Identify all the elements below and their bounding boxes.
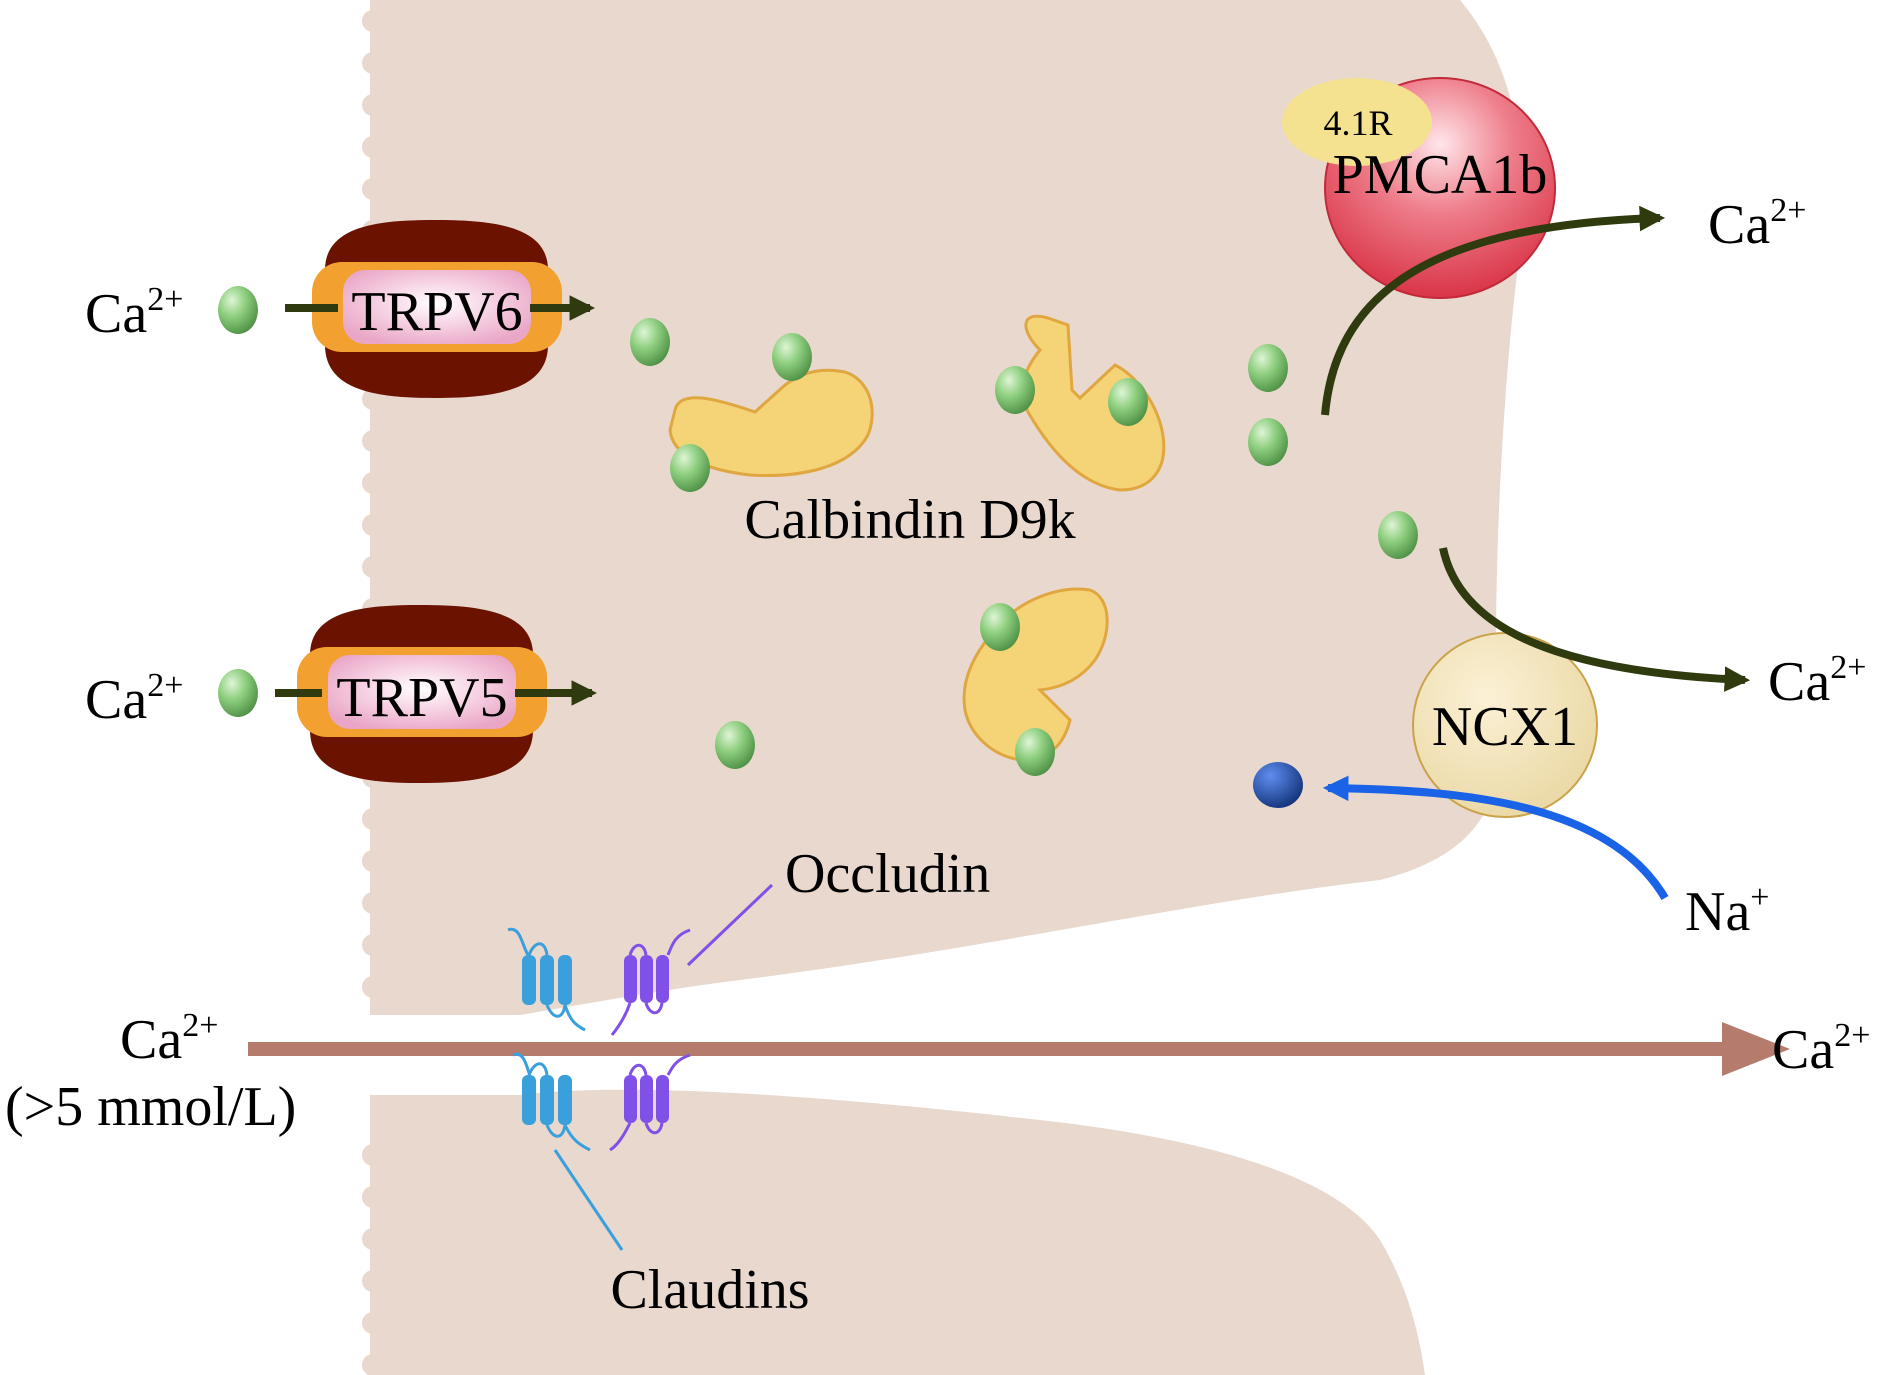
ca-label-paracellular-out: Ca2+ [1772, 1017, 1870, 1081]
lower-enterocyte [370, 1089, 1425, 1375]
microvillus [362, 808, 492, 830]
microvillus [362, 10, 492, 32]
na-label: Na+ [1685, 879, 1769, 943]
microvillus [362, 472, 492, 494]
calcium-ion [1378, 511, 1418, 559]
ca-concentration-label: (>5 mmol/L) [5, 1076, 296, 1138]
calcium-ion [772, 333, 812, 381]
ca-label-paracellular-in: Ca2+ [120, 1007, 218, 1071]
ions-layer [218, 286, 1418, 808]
microvillus [362, 1312, 492, 1334]
occludin-label: Occludin [785, 843, 990, 905]
sodium-ion [1253, 762, 1303, 808]
occludin-pointer [686, 883, 774, 967]
calbindin-molecule-1 [668, 368, 874, 477]
calcium-ion [218, 669, 258, 717]
claudin-protein-upper [507, 927, 586, 1032]
ca-label-pmca-out: Ca2+ [1708, 192, 1806, 256]
microvillus [362, 1228, 492, 1250]
occludin-protein-lower [609, 1053, 691, 1152]
calcium-ion [630, 318, 670, 366]
calcium-ion [1248, 418, 1288, 466]
microvillus [362, 136, 492, 158]
occludin-protein-upper [610, 928, 691, 1036]
claudins-pointer [553, 1149, 624, 1251]
claudins-label: Claudins [610, 1259, 809, 1321]
microvillus [362, 976, 492, 998]
sodium-influx-arrow [1322, 775, 1669, 901]
trpv5-channel [297, 605, 547, 783]
calcium-ion [995, 366, 1035, 414]
calcium-ion [1248, 344, 1288, 392]
upper-enterocyte [370, 0, 1523, 1015]
microvillus [362, 514, 492, 536]
microvillus [362, 556, 492, 578]
ca-label-ncx-out: Ca2+ [1768, 649, 1866, 713]
microvillus [362, 1144, 492, 1166]
microvillus [362, 934, 492, 956]
microvillus [362, 1186, 492, 1208]
microvillus [362, 94, 492, 116]
ca-label-trpv6-in: Ca2+ [85, 281, 183, 345]
calbindin-molecule-2 [1021, 314, 1166, 492]
protein-4-1r [1282, 78, 1432, 166]
protein-4-1r-label: 4.1R [1323, 103, 1392, 143]
microvillus [362, 1354, 492, 1375]
ncx1-label: NCX1 [1432, 696, 1578, 758]
microvillus [362, 430, 492, 452]
microvillus [362, 178, 492, 200]
calcium-ion [715, 721, 755, 769]
microvillus [362, 850, 492, 872]
trpv6-channel [312, 220, 562, 398]
ncx-efflux-arrow [1439, 547, 1751, 692]
calcium-ion [1108, 378, 1148, 426]
paracellular-arrow [248, 1022, 1790, 1076]
pmca1b-label: PMCA1b [1333, 144, 1548, 206]
calbindin-label: Calbindin D9k [744, 489, 1075, 551]
microvillus [362, 892, 492, 914]
calcium-ion [218, 286, 258, 334]
microvillus [362, 1270, 492, 1292]
claudin-protein-lower [512, 1052, 591, 1152]
microvillus [362, 52, 492, 74]
calcium-ion [980, 603, 1020, 651]
calcium-ion [670, 444, 710, 492]
ca-label-trpv5-in: Ca2+ [85, 667, 183, 731]
pmca-efflux-arrow [1321, 205, 1666, 416]
calcium-ion [1015, 728, 1055, 776]
trpv6-label: TRPV6 [351, 281, 522, 343]
trpv5-label: TRPV5 [336, 667, 507, 729]
